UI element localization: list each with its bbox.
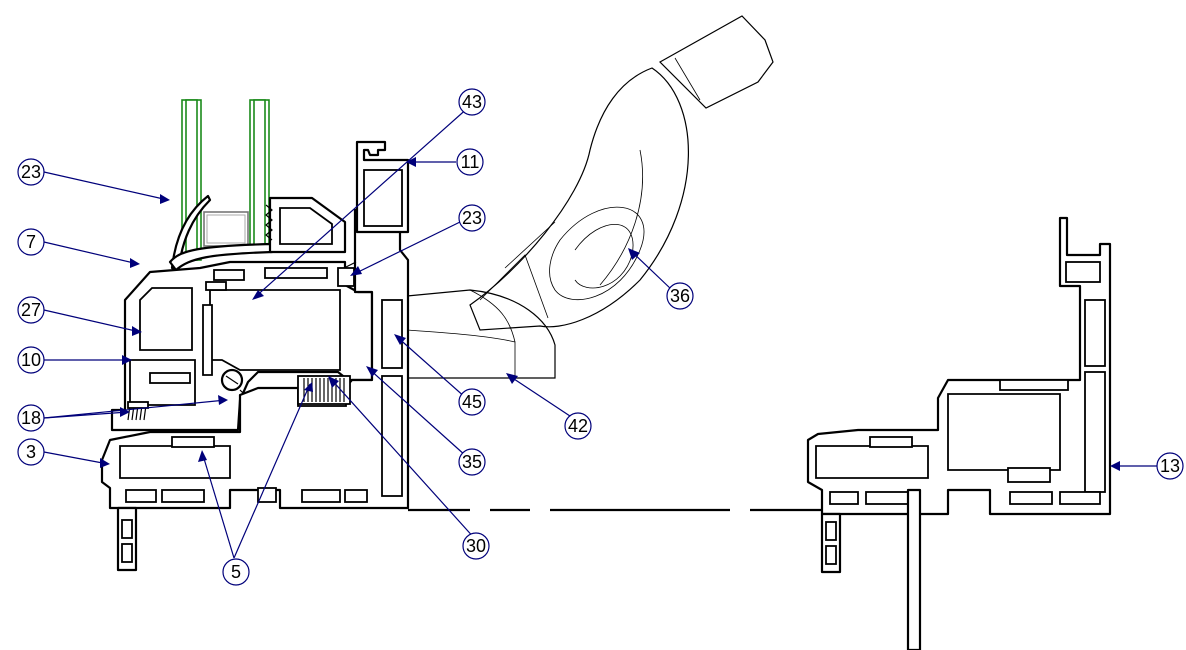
callout-30: 30 — [462, 532, 490, 560]
callout-label: 13 — [1160, 456, 1180, 476]
callout-3: 3 — [17, 438, 45, 466]
callout-23-right: 23 — [458, 204, 486, 232]
callout-36: 36 — [666, 282, 694, 310]
callout-42: 42 — [564, 412, 592, 440]
callout-label: 36 — [670, 286, 690, 306]
glazing-gasket — [168, 194, 347, 274]
callout-45: 45 — [458, 388, 486, 416]
callout-label: 27 — [21, 300, 41, 320]
frame-profile-left — [100, 208, 410, 572]
callout-label: 42 — [568, 416, 588, 436]
hardware-channel — [355, 140, 410, 234]
callout-label: 18 — [21, 408, 41, 428]
callout-11: 11 — [456, 148, 484, 176]
callout-label: 11 — [461, 152, 480, 172]
callout-label: 30 — [466, 536, 486, 556]
callout-43: 43 — [458, 88, 486, 116]
callout-10: 10 — [17, 346, 45, 374]
callout-label: 3 — [26, 442, 36, 462]
callout-label: 35 — [462, 452, 482, 472]
callout-13: 13 — [1156, 452, 1184, 480]
callout-5: 5 — [222, 558, 250, 586]
callout-label: 5 — [231, 562, 241, 582]
callout-23-left: 23 — [17, 158, 45, 186]
callout-18: 18 — [17, 404, 45, 432]
callout-label: 23 — [462, 208, 482, 228]
callout-label: 10 — [21, 350, 41, 370]
window-handle — [469, 15, 774, 331]
callout-label: 45 — [462, 392, 482, 412]
sash-profile — [110, 260, 374, 432]
callout-label: 7 — [26, 232, 36, 252]
callout-label: 43 — [462, 92, 482, 112]
double-glazing — [181, 99, 270, 261]
callout-35: 35 — [458, 448, 486, 476]
callout-7: 7 — [17, 228, 45, 256]
frame-profile-right — [806, 216, 1112, 650]
callout-27: 27 — [17, 296, 45, 324]
handle-rosette — [406, 289, 556, 379]
callout-label: 23 — [21, 162, 41, 182]
leader-lines — [43, 105, 1162, 559]
